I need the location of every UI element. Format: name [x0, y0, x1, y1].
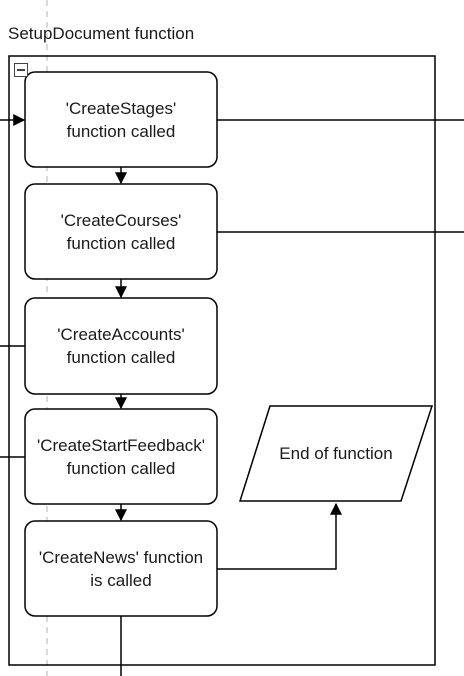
node-line-2: function called	[66, 348, 176, 367]
node-line-1: 'CreateNews' function	[38, 547, 204, 567]
end-of-function-shape[interactable]	[238, 405, 434, 502]
container-title: SetupDocument function	[8, 24, 195, 43]
function-container	[8, 55, 436, 666]
node-line-2: function called	[66, 233, 176, 253]
end-of-function-label: End of function	[240, 406, 432, 501]
node-line-1: 'CreateCourses'	[60, 210, 182, 230]
node-create-start-feedback-label: 'CreateStartFeedback' function called	[25, 409, 217, 504]
minus-collapse-icon[interactable]	[14, 63, 28, 77]
node-line-1: 'CreateAccounts'	[57, 325, 185, 344]
node-line-1: 'CreateStartFeedback'	[36, 435, 206, 455]
node-line-2: function called	[66, 458, 176, 478]
node-create-courses-label: 'CreateCourses' function called	[25, 184, 217, 279]
node-create-news-label: 'CreateNews' function is called	[25, 521, 217, 616]
connector-news-to-end	[217, 502, 342, 570]
node-create-accounts-label: 'CreateAccounts' function called	[25, 298, 217, 394]
end-label: End of function	[279, 444, 393, 463]
node-line-1: 'CreateStages'	[65, 98, 177, 118]
node-line-2: function called	[66, 121, 176, 141]
node-line-2: is called	[90, 570, 152, 590]
node-create-stages-label: 'CreateStages' function called	[25, 72, 217, 167]
